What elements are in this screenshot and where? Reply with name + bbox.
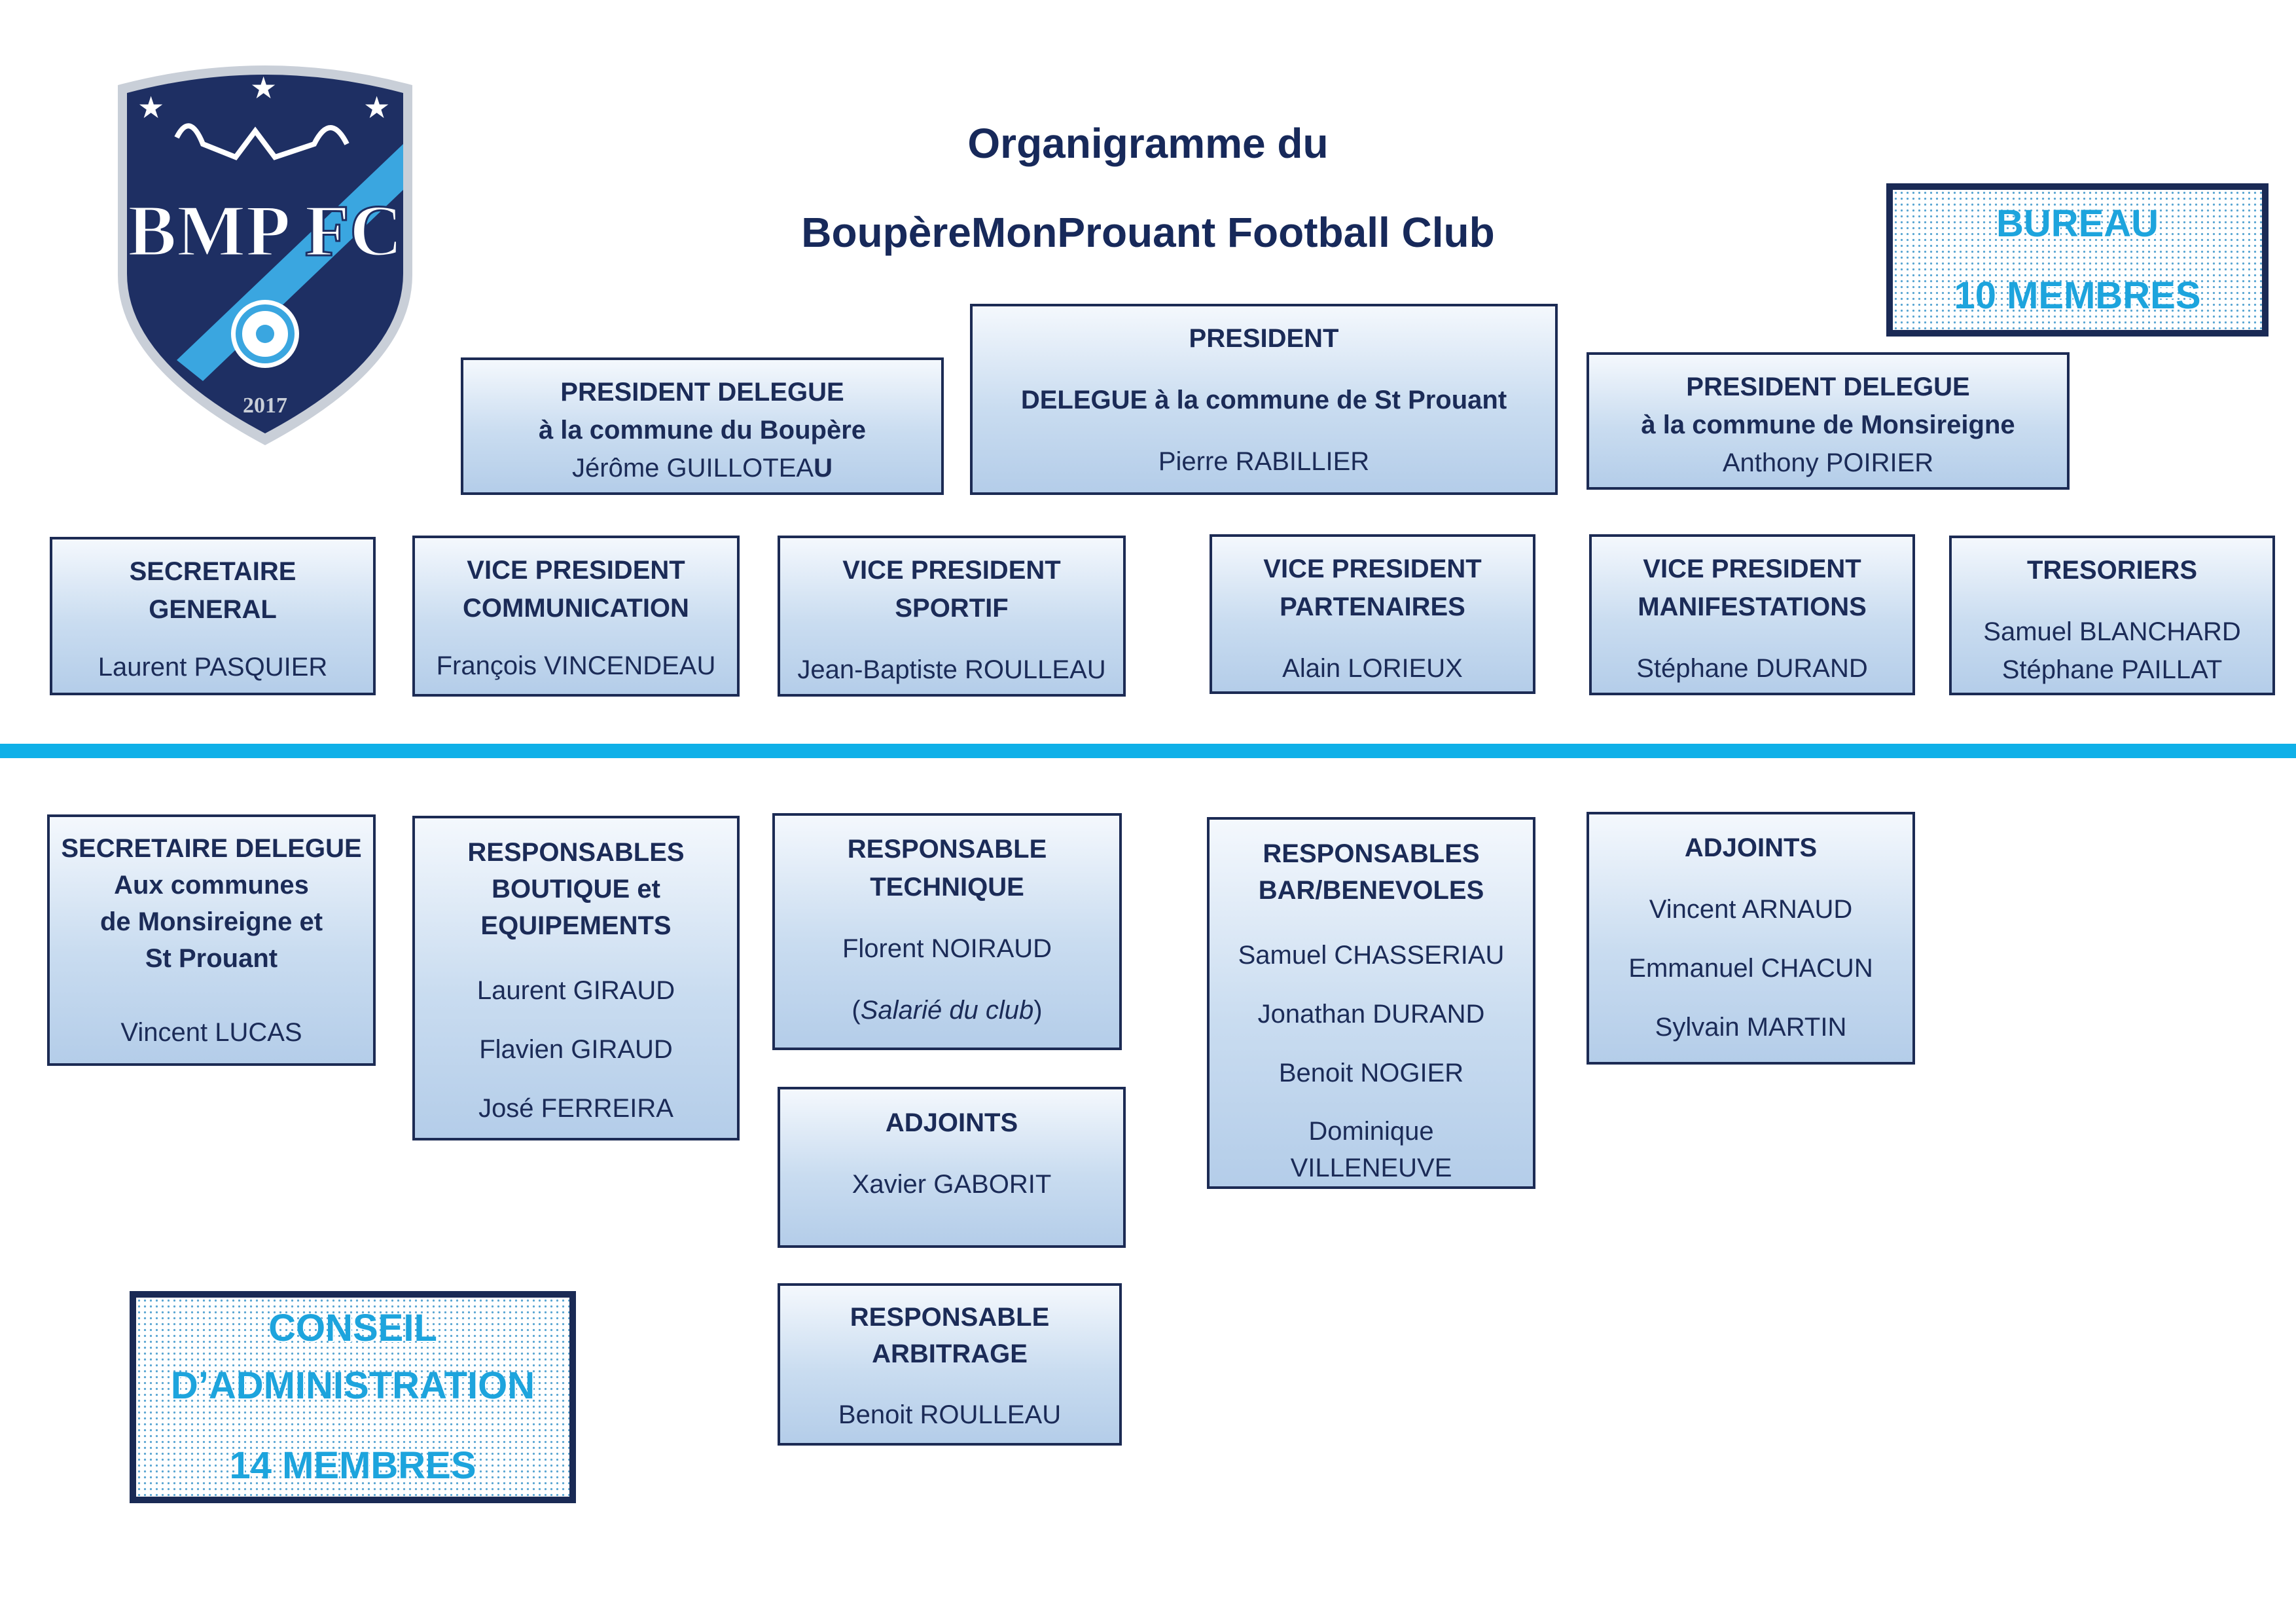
logo-text: BMP FC	[128, 191, 403, 272]
responsable-technique-box: RESPONSABLE TECHNIQUE Florent NOIRAUD (S…	[772, 813, 1122, 1050]
president-delegue-monsireigne-box: PRESIDENT DELEGUE à la commune de Monsir…	[1587, 352, 2070, 490]
page-title-line1: Organigramme du	[967, 120, 1329, 167]
pd-monsireigne-subtitle: à la commune de Monsireigne	[1641, 410, 2015, 439]
responsable-arbitrage-box: RESPONSABLE ARBITRAGE Benoit ROULLEAU	[778, 1283, 1122, 1446]
responsables-boutique-box: RESPONSABLES BOUTIQUE et EQUIPEMENTS Lau…	[412, 816, 740, 1140]
vp-sportif-box: VICE PRESIDENT SPORTIF Jean-Baptiste ROU…	[778, 536, 1126, 697]
president-name: Pierre RABILLIER	[1158, 447, 1370, 476]
svg-text:★: ★	[250, 71, 277, 105]
president-title: PRESIDENT	[1189, 324, 1339, 353]
adjoints-manifestations-box: ADJOINTS Vincent ARNAUD Emmanuel CHACUN …	[1587, 812, 1915, 1065]
technique-note: (Salarié du club)	[852, 996, 1043, 1025]
pd-monsireigne-title: PRESIDENT DELEGUE	[1686, 373, 1970, 401]
pd-boupere-subtitle: à la commune du Boupère	[538, 416, 867, 445]
secretaire-delegue-box: SECRETAIRE DELEGUE Aux communes de Monsi…	[47, 814, 376, 1066]
page-title-line2: BoupèreMonProuant Football Club	[801, 209, 1495, 256]
president-box: PRESIDENT DELEGUE à la commune de St Pro…	[970, 304, 1558, 495]
svg-text:★: ★	[137, 90, 164, 124]
logo-year: 2017	[243, 393, 287, 418]
bureau-badge: BUREAU 10 MEMBRES	[1886, 183, 2269, 337]
conseil-badge-line3: 14 MEMBRES	[229, 1444, 476, 1487]
bureau-badge-line2: 10 MEMBRES	[1954, 274, 2201, 317]
conseil-badge-line2: D’ADMINISTRATION	[170, 1364, 535, 1407]
vp-communication-box: VICE PRESIDENT COMMUNICATION François VI…	[412, 536, 740, 697]
svg-text:★: ★	[363, 90, 390, 124]
conseil-badge-line1: CONSEIL	[268, 1307, 437, 1349]
vp-manifestations-box: VICE PRESIDENT MANIFESTATIONS Stéphane D…	[1589, 534, 1915, 695]
president-delegue-boupere-box: PRESIDENT DELEGUE à la commune du Boupèr…	[461, 357, 944, 495]
pd-boupere-name: Jérôme GUILLOTEAU	[572, 454, 833, 483]
section-divider	[0, 744, 2296, 758]
secretaire-general-box: SECRETAIRE GENERAL Laurent PASQUIER	[50, 537, 376, 695]
vp-partenaires-box: VICE PRESIDENT PARTENAIRES Alain LORIEUX	[1210, 534, 1535, 694]
pd-monsireigne-name: Anthony POIRIER	[1722, 448, 1934, 477]
tresoriers-box: TRESORIERS Samuel BLANCHARD Stéphane PAI…	[1949, 536, 2275, 695]
pd-boupere-title: PRESIDENT DELEGUE	[560, 378, 844, 407]
responsables-bar-box: RESPONSABLES BAR/BENEVOLES Samuel CHASSE…	[1207, 817, 1535, 1189]
bureau-badge-line1: BUREAU	[1996, 202, 2159, 245]
club-logo: ★ ★ ★ BMP FC 2017	[118, 65, 412, 445]
president-subtitle: DELEGUE à la commune de St Prouant	[1020, 386, 1507, 414]
adjoints-technique-box: ADJOINTS Xavier GABORIT	[778, 1087, 1126, 1248]
conseil-badge: CONSEIL D’ADMINISTRATION 14 MEMBRES	[130, 1291, 576, 1503]
